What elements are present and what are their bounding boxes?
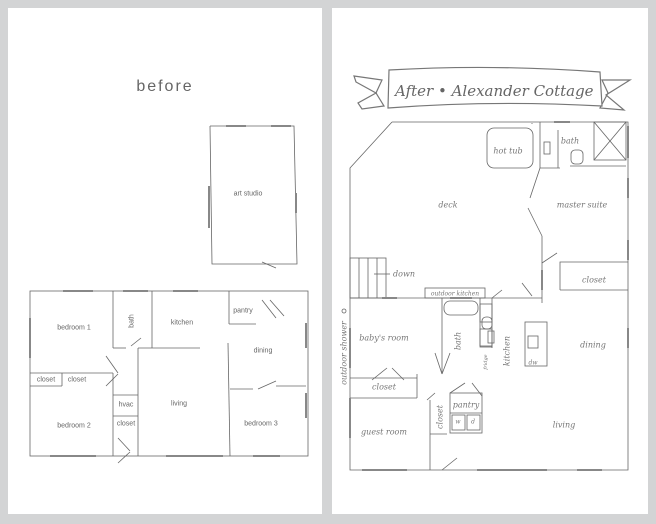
room-hot-tub: hot tub [493,146,523,156]
room-bath: bath [128,314,136,328]
room-baby-closet: closet [372,382,396,392]
room-bedroom-1: bedroom 1 [57,324,91,332]
appliance-washer: w [455,418,461,426]
room-master-closet: closet [582,275,606,285]
room-outdoor-kitchen: outdoor kitchen [430,290,480,298]
room-guest-room: guest room [361,427,407,437]
room-bath: bath [453,331,463,351]
before-floorplan [29,125,309,464]
room-master-suite: master suite [556,200,608,210]
room-hall-closet: closet [435,405,445,429]
after-title: After • Alexander Cottage [395,82,594,100]
room-hvac: hvac [118,401,134,409]
room-closet-a: closet [36,376,56,384]
appliance-dishwasher: dw [528,359,538,367]
room-living: living [552,420,576,430]
before-title: before [136,78,194,95]
room-living: living [171,400,187,408]
room-bedroom-2: bedroom 2 [57,422,91,430]
before-panel: before [8,8,322,514]
room-dining: dining [253,347,273,355]
title-banner [353,66,633,111]
room-closet-c: closet [116,420,136,428]
room-kitchen: kitchen [170,319,194,327]
label-outdoor-shower: outdoor shower [339,321,349,385]
after-panel: After • Alexander Cottage hot tub bath d… [332,8,648,514]
room-deck: deck [438,200,458,210]
room-kitchen: kitchen [502,335,512,367]
room-pantry: pantry [452,400,480,410]
room-closet-b: closet [67,376,87,384]
room-babys-room: baby's room [359,333,409,343]
after-floorplan [341,66,633,471]
appliance-dryer: d [471,418,475,426]
appliance-fridge: fridge [483,354,489,370]
label-down: down [393,269,415,279]
room-pantry: pantry [233,307,253,315]
room-bedroom-3: bedroom 3 [244,420,278,428]
room-art-studio: art studio [233,190,263,198]
room-dining: dining [580,340,606,350]
room-master-bath: bath [560,136,580,146]
